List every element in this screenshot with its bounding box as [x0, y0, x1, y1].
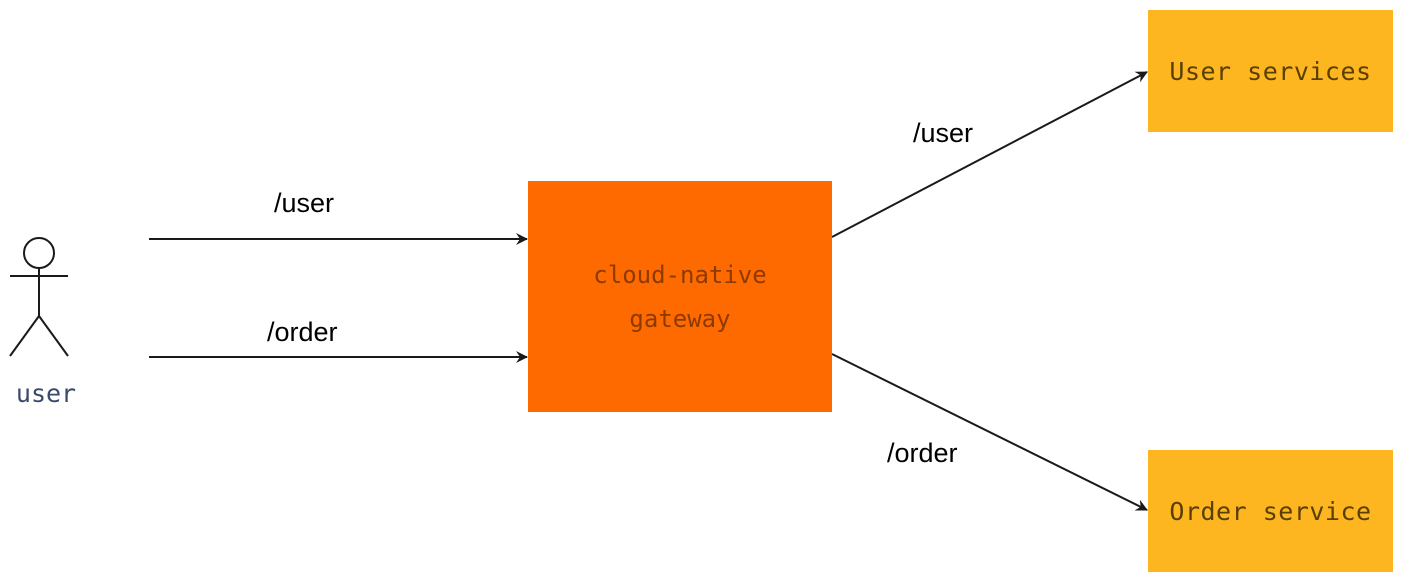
edge-label-out-user: /user: [913, 118, 974, 148]
gateway-label: cloud-native gateway: [593, 260, 767, 333]
user-services-node: User services: [1148, 10, 1393, 132]
edge-out-order: [831, 353, 1148, 511]
order-service-label: Order service: [1169, 496, 1372, 526]
user-actor-label: user: [15, 379, 77, 408]
edge-label-in-order: /order: [267, 317, 338, 347]
edge-out-user: [831, 71, 1148, 238]
edge-label-in-user: /user: [274, 188, 335, 218]
order-service-node: Order service: [1148, 450, 1393, 572]
user-services-label: User services: [1169, 56, 1372, 86]
edge-label-out-order: /order: [887, 438, 958, 468]
user-actor-icon: [9, 237, 69, 357]
gateway-node: cloud-native gateway: [528, 181, 832, 412]
